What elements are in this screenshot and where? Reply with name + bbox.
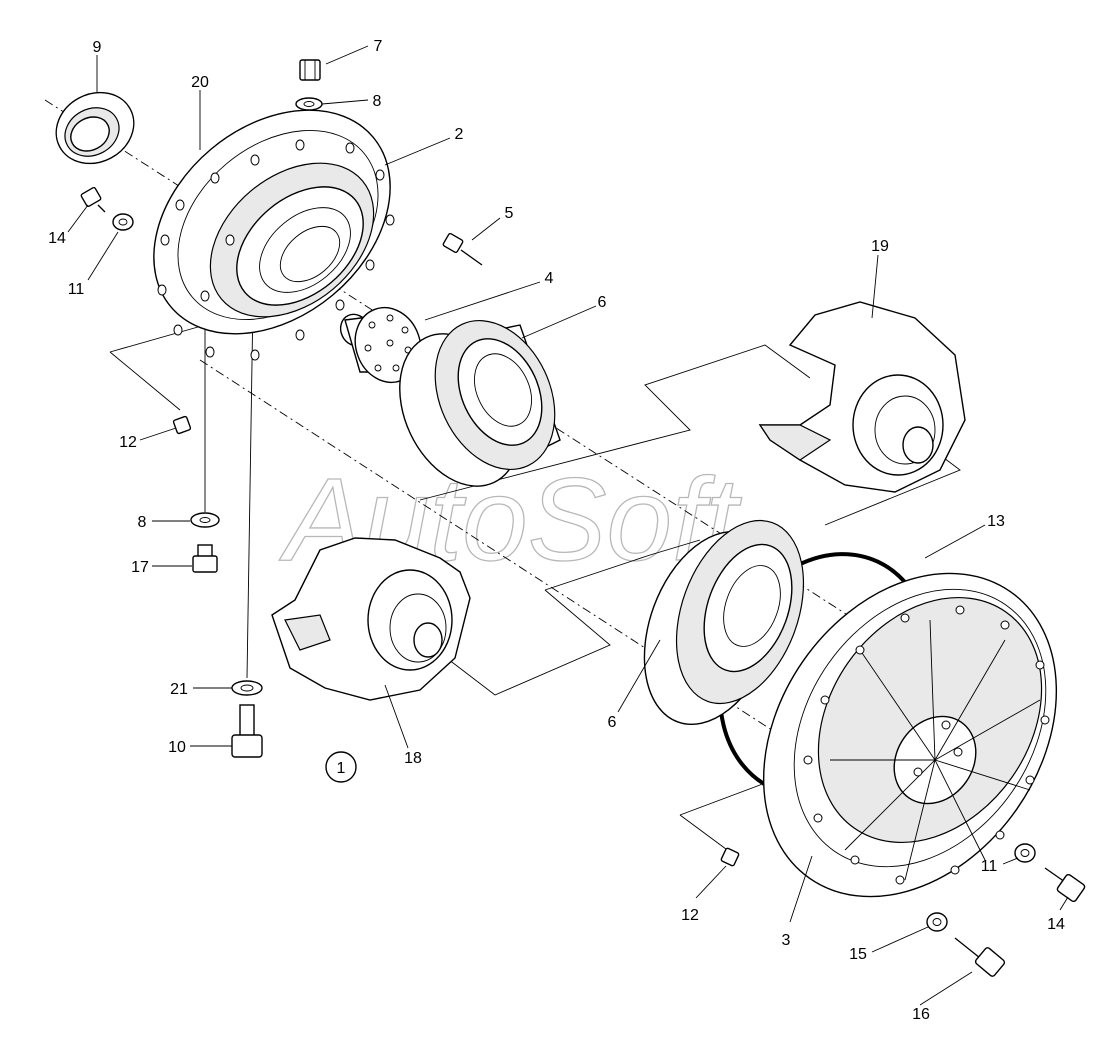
callout-10: 10 — [168, 739, 186, 756]
callout-15: 15 — [849, 946, 867, 963]
planet-carrier-18 — [271, 537, 471, 701]
callout-4: 4 — [545, 270, 554, 287]
washer-11-right — [1014, 843, 1036, 863]
leader-bearing-path — [544, 539, 701, 591]
callout-16: 16 — [912, 1006, 930, 1023]
plug-17 — [192, 544, 218, 573]
leader-vertical-21 — [246, 299, 254, 679]
bolt-5 — [442, 232, 483, 266]
callout-8-lower: 8 — [138, 514, 147, 531]
washer-15 — [926, 912, 948, 932]
main-housing-2 — [153, 109, 395, 361]
end-cover-3 — [762, 572, 1058, 898]
callout-8-top: 8 — [373, 93, 382, 110]
washer-21 — [231, 680, 263, 696]
callout-18: 18 — [404, 750, 422, 767]
callout-20: 20 — [191, 74, 209, 91]
washer-8-top — [295, 97, 323, 111]
view-marker-label: 1 — [337, 760, 346, 777]
callout-7: 7 — [374, 38, 383, 55]
washer-8-lower — [190, 512, 220, 528]
leader-housing-left — [109, 324, 206, 353]
callout-3: 3 — [782, 932, 791, 949]
plug-bolt-7 — [299, 59, 321, 81]
callout-5: 5 — [505, 205, 514, 222]
callout-19: 19 — [871, 238, 889, 255]
bolt-14-right — [1044, 867, 1086, 903]
leader-12-path — [109, 351, 181, 411]
seal-ring-9 — [55, 91, 135, 165]
bolt-16 — [954, 937, 1006, 977]
leader-carrier-19-return — [824, 454, 961, 526]
callout-14-left: 14 — [48, 230, 66, 247]
callout-6-lower: 6 — [608, 714, 617, 731]
callout-11-left: 11 — [68, 281, 85, 298]
callout-2: 2 — [455, 126, 464, 143]
callout-21: 21 — [170, 681, 188, 698]
leader-12b-drop — [679, 814, 731, 853]
plug-12-right — [720, 847, 740, 867]
leader-carrier-18-path — [409, 589, 611, 696]
callout-12-left: 12 — [119, 434, 137, 451]
callout-6-upper: 6 — [598, 294, 607, 311]
callout-14-right: 14 — [1047, 916, 1065, 933]
bearing-6-upper — [399, 319, 561, 487]
callout-12-right: 12 — [681, 907, 699, 924]
planet-carrier-19 — [758, 301, 966, 493]
callout-13: 13 — [987, 513, 1005, 530]
callout-leaders — [67, 45, 1069, 1006]
callout-9: 9 — [93, 39, 102, 56]
bolt-14-left — [80, 186, 106, 213]
plug-12-left — [172, 415, 192, 435]
callout-11-right: 11 — [981, 858, 998, 875]
lower-axis-line — [199, 359, 881, 801]
callout-17: 17 — [131, 559, 149, 576]
view-marker-circle — [325, 751, 357, 783]
leader-carrier-19-path — [419, 344, 811, 501]
bearing-6-lower — [643, 519, 805, 726]
washer-11-left — [112, 213, 134, 231]
drain-plug-10 — [231, 704, 263, 758]
